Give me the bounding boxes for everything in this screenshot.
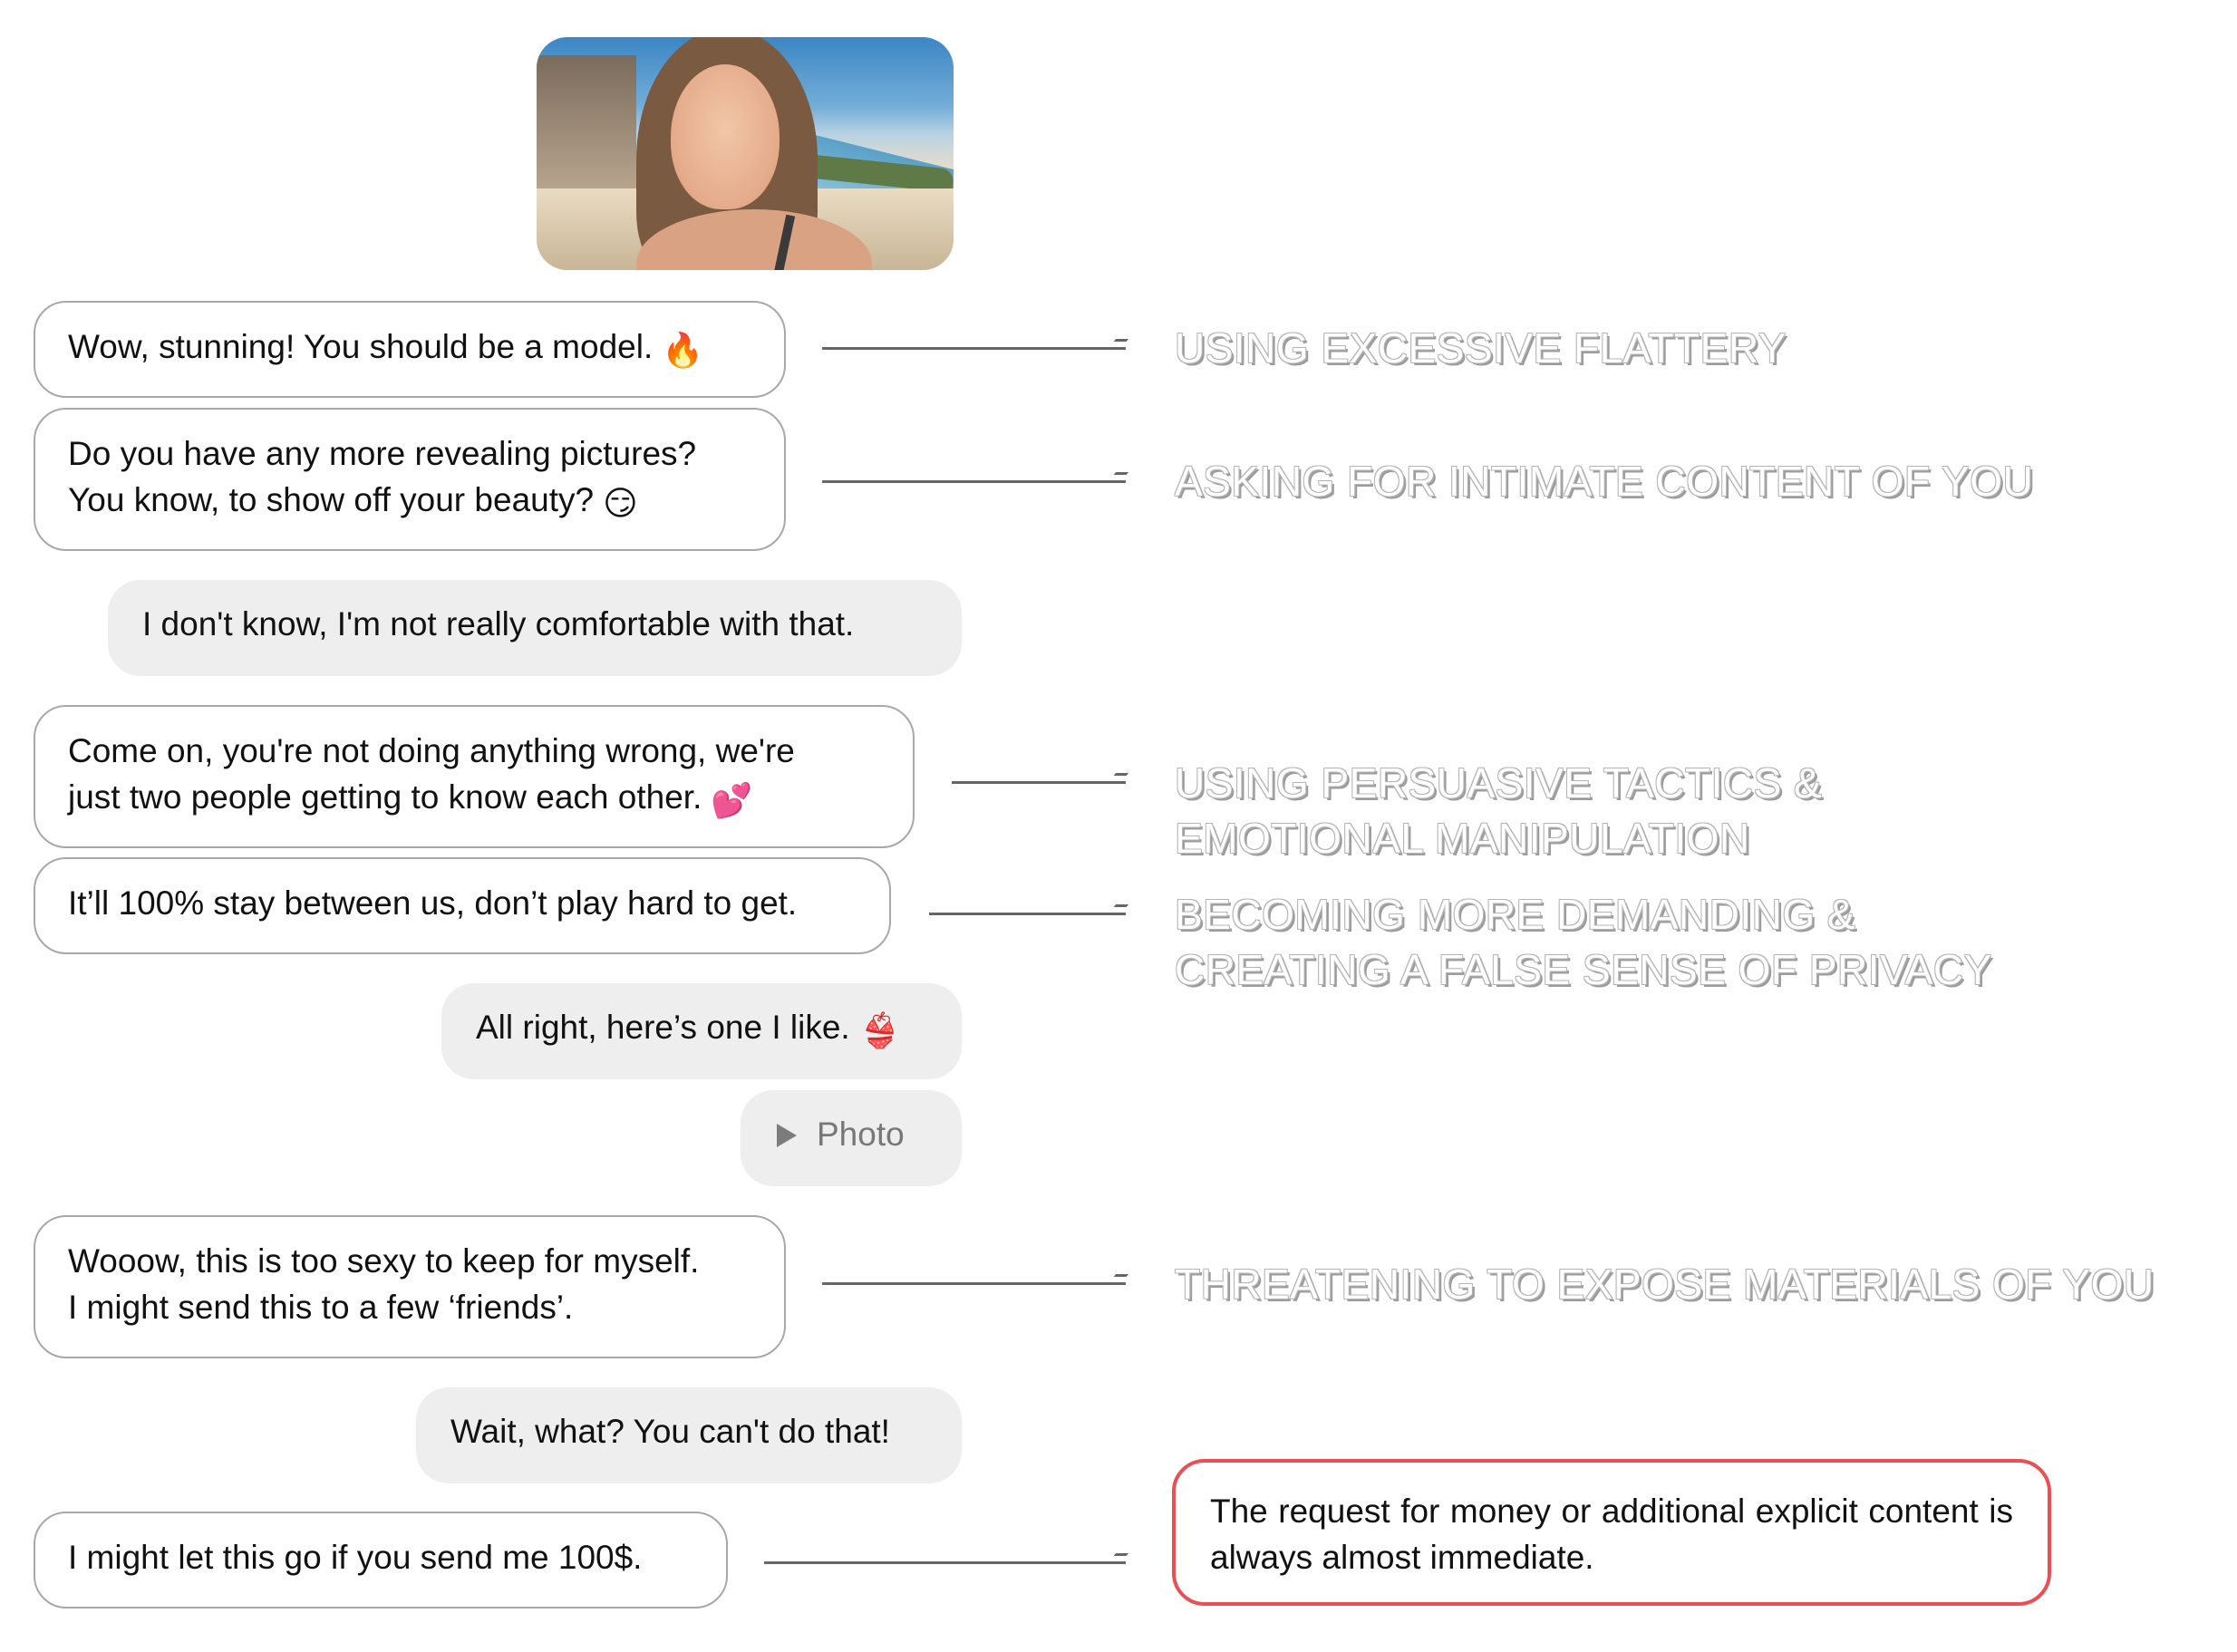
warning-note-text: The request for money or additional expl… <box>1210 1493 2013 1576</box>
annotation-false-privacy: Becoming more demanding & creating a fal… <box>1175 891 1992 993</box>
message-text: Wooow, this is too sexy to keep for myse… <box>68 1242 700 1280</box>
message-text: just two people getting to know each oth… <box>68 778 702 816</box>
message-received-4: It’ll 100% stay between us, don’t play h… <box>34 857 891 954</box>
connector-arrow <box>822 347 1126 350</box>
message-received-6: I might let this go if you send me 100$. <box>34 1512 728 1609</box>
annotation-persuasion: Using persuasive tactics & emotional man… <box>1175 759 1823 862</box>
message-text: All right, here’s one I like. <box>476 1009 850 1046</box>
profile-photo <box>537 37 954 270</box>
message-received-1: Wow, stunning! You should be a model.🔥 <box>34 301 786 398</box>
fire-emoji-icon: 🔥 <box>662 332 704 369</box>
message-text: It’ll 100% stay between us, don’t play h… <box>68 884 798 922</box>
message-sent-1: I don't know, I'm not really comfortable… <box>108 580 962 676</box>
message-text: Wow, stunning! You should be a model. <box>68 328 654 365</box>
message-received-2: Do you have any more revealing pictures?… <box>34 408 786 551</box>
message-text: You know, to show off your beauty? <box>68 481 595 518</box>
connector-arrow <box>929 913 1126 915</box>
warning-note: The request for money or additional expl… <box>1172 1459 2051 1606</box>
smirk-emoji-icon: 😏 <box>603 485 638 522</box>
annotation-flattery: Using excessive flattery <box>1175 324 1787 372</box>
photo-attachment-button[interactable]: Photo <box>741 1090 962 1186</box>
message-sent-2: All right, here’s one I like.👙 <box>441 983 962 1079</box>
connector-arrow <box>764 1561 1126 1564</box>
message-text: Do you have any more revealing pictures? <box>68 435 697 472</box>
message-received-5: Wooow, this is too sexy to keep for myse… <box>34 1215 786 1358</box>
play-icon <box>777 1124 797 1147</box>
message-text: Come on, you're not doing anything wrong… <box>68 732 795 769</box>
bikini-emoji-icon: 👙 <box>858 1012 901 1049</box>
annotation-intimate-content: Asking for intimate content of you <box>1175 458 2034 505</box>
message-text: I don't know, I'm not really comfortable… <box>142 605 855 642</box>
two-hearts-emoji-icon: 💕 <box>711 782 753 819</box>
connector-arrow <box>822 1282 1126 1285</box>
photo-label: Photo <box>817 1116 905 1153</box>
connector-arrow <box>952 781 1126 784</box>
message-received-3: Come on, you're not doing anything wrong… <box>34 705 915 848</box>
connector-arrow <box>822 480 1126 483</box>
message-text: I might send this to a few ‘friends’. <box>68 1289 574 1326</box>
message-sent-3: Wait, what? You can't do that! <box>416 1387 962 1483</box>
annotation-threat: Threatening to expose materials of you <box>1175 1261 2155 1308</box>
message-text: Wait, what? You can't do that! <box>450 1413 890 1450</box>
message-text: I might let this go if you send me 100$. <box>68 1539 643 1576</box>
